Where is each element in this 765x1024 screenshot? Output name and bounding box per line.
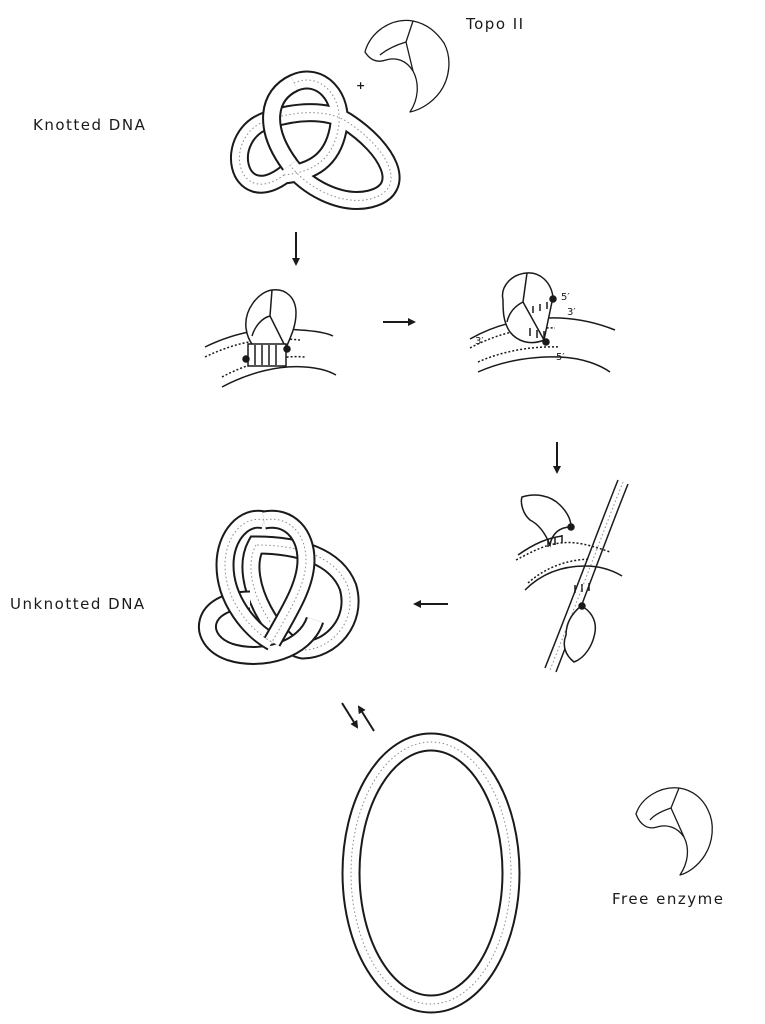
strand-passage-stage: [516, 480, 628, 672]
knotted-dna-trefoil: [239, 80, 391, 200]
five-prime-end-top: 5′: [561, 292, 570, 303]
topo-ii-label: Topo II: [466, 15, 525, 33]
three-prime-end-top: 3′: [567, 307, 576, 318]
equilibrium-arrows: [342, 703, 374, 731]
five-prime-end-bottom: 5′: [556, 352, 565, 363]
plus-sign: +: [356, 79, 365, 92]
unknotted-dna-label: Unknotted DNA: [10, 595, 146, 613]
free-enzyme-shape: [636, 788, 712, 875]
enzyme-bound-stage: [205, 290, 336, 387]
unknotted-dna: [207, 519, 350, 655]
knotted-dna-label: Knotted DNA: [33, 116, 146, 134]
three-prime-end-bottom: 3′: [475, 336, 484, 347]
relaxed-dna-circle: [351, 742, 511, 1004]
cleaved-dna-stage: [470, 273, 615, 372]
free-enzyme-label: Free enzyme: [612, 890, 724, 908]
topo-ii-enzyme: [365, 20, 449, 112]
